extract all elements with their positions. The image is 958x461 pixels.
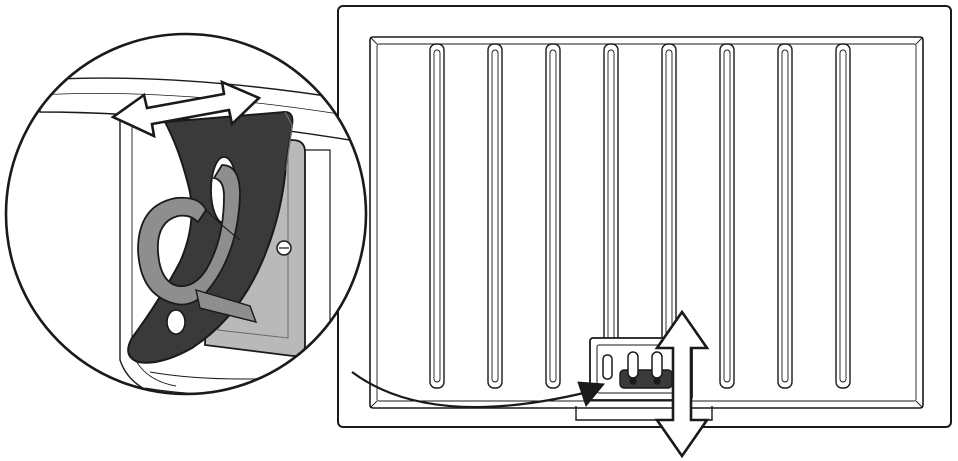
panel-rib-groove [839,49,847,383]
bracket-slot-lower [166,309,186,335]
fastener-slot [602,354,613,380]
hook-loop [137,164,241,306]
horizontal-adjust-arrow [110,79,262,139]
vertical-adjust-arrow [654,309,710,459]
panel-rib-groove [433,49,441,383]
panel-rib [777,43,793,389]
fastener-screw-right [653,377,661,385]
panel-rib-groove [549,49,557,383]
panel-inner-frame [369,36,924,409]
detail-view [6,34,366,394]
pointer-arrow [351,371,589,409]
panel-rib [487,43,503,389]
detail-circle [4,32,368,396]
panel-rib-groove [491,49,499,383]
hook-rod-base [195,288,258,324]
panel-ribs [429,43,851,389]
panel-rib [719,43,735,389]
panel-rib [429,43,445,389]
panel-inner-bevel [376,43,917,402]
panel-rib [545,43,561,389]
fastener-recess [575,406,713,421]
panel-rib-groove [781,49,789,383]
panel-rib-groove [723,49,731,383]
panel-rib [835,43,851,389]
bottom-fastener [575,337,713,421]
panel-rib [603,43,619,389]
pointer-arrowhead [577,381,605,408]
fastener-screw-left [629,377,637,385]
